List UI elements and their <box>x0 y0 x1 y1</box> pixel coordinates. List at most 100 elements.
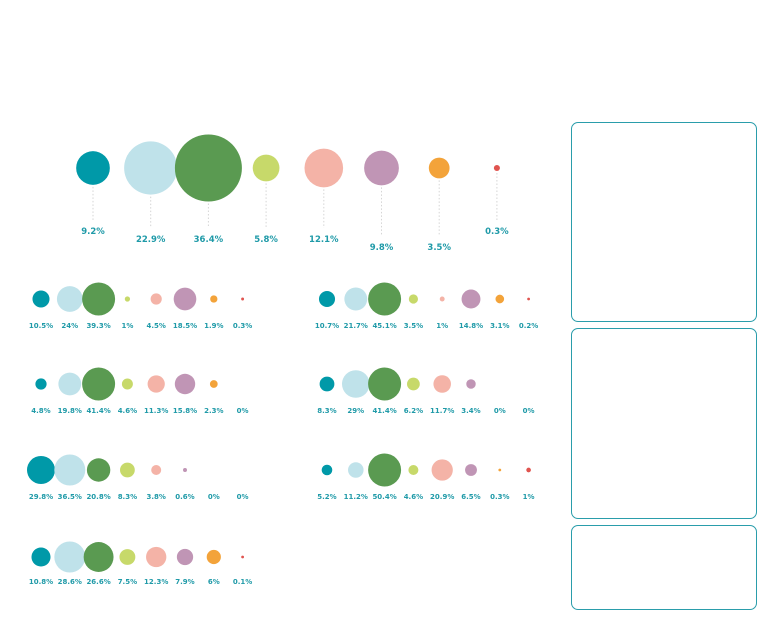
bubble-chart-1: 9.2%22.9%36.4%5.8%12.1%9.8%3.5%0.3% <box>76 134 509 253</box>
bubble <box>408 294 418 304</box>
percent-label: 50.4% <box>372 493 396 501</box>
percent-label: 0.3% <box>233 322 252 330</box>
bubble <box>408 465 419 475</box>
percent-label: 28.6% <box>58 578 82 586</box>
bubble <box>82 367 116 401</box>
percent-label: 9.8% <box>370 243 394 253</box>
bubble <box>32 290 50 308</box>
percent-label: 4.5% <box>146 322 165 330</box>
percent-label: 24% <box>61 322 78 330</box>
bubble <box>407 377 420 391</box>
percent-label: 6.5% <box>461 493 480 501</box>
percent-label: 0% <box>237 493 249 501</box>
percent-label: 36.5% <box>58 493 82 501</box>
percent-label: 3.8% <box>146 493 165 501</box>
bubble <box>56 286 83 312</box>
bubble <box>241 555 245 559</box>
percent-label: 18.5% <box>173 322 197 330</box>
bubble <box>348 462 364 478</box>
bubble <box>493 164 500 172</box>
bubble <box>120 462 135 478</box>
bubble <box>174 134 242 202</box>
bubble <box>368 453 402 487</box>
bubble <box>206 549 221 565</box>
percent-label: 19.8% <box>58 407 82 415</box>
percent-label: 14.8% <box>459 322 483 330</box>
percent-label: 7.9% <box>175 578 194 586</box>
percent-label: 0% <box>494 407 506 415</box>
percent-label: 8.3% <box>317 407 336 415</box>
percent-label: 0.2% <box>519 322 538 330</box>
bubble <box>124 141 178 195</box>
percent-label: 29.8% <box>29 493 53 501</box>
bubble <box>498 468 502 472</box>
bubble <box>174 373 196 395</box>
bubble <box>465 464 477 476</box>
bubble <box>466 379 476 389</box>
percent-label: 1% <box>523 493 535 501</box>
percent-label: 6.2% <box>404 407 423 415</box>
bubble <box>83 542 114 572</box>
bubble <box>319 376 335 392</box>
percent-label: 5.8% <box>254 235 278 245</box>
percent-label: 12.1% <box>309 235 339 245</box>
percent-label: 0% <box>237 407 249 415</box>
percent-label: 5.2% <box>317 493 336 501</box>
bubble <box>54 454 86 486</box>
percent-label: 3.5% <box>404 322 423 330</box>
percent-label: 15.8% <box>173 407 197 415</box>
percent-label: 41.4% <box>86 407 110 415</box>
percent-label: 9.2% <box>81 227 105 237</box>
bubble <box>54 541 86 573</box>
percent-label: 21.7% <box>344 322 368 330</box>
percent-label: 3.5% <box>427 243 451 253</box>
bubble <box>341 370 370 398</box>
side-panel-bottom <box>571 525 757 610</box>
bubble-chart-8: 10.8%28.6%26.6%7.5%12.3%7.9%6%0.1% <box>29 541 252 586</box>
bubble <box>121 378 133 390</box>
bubble <box>428 157 450 179</box>
percent-label: 0.1% <box>233 578 252 586</box>
percent-label: 0% <box>523 407 535 415</box>
percent-label: 6% <box>208 578 220 586</box>
bubble <box>26 455 56 485</box>
bubble <box>368 282 402 316</box>
bubble <box>318 290 336 308</box>
bubble <box>76 151 110 185</box>
bubble <box>82 282 116 316</box>
bubble <box>151 464 162 476</box>
bubble <box>210 295 218 303</box>
percent-label: 0.3% <box>490 493 509 501</box>
bubble <box>304 148 344 188</box>
percent-label: 10.7% <box>315 322 339 330</box>
bubble <box>364 150 399 186</box>
percent-label: 22.9% <box>136 235 166 245</box>
bubble <box>431 459 453 481</box>
percent-label: 8.3% <box>118 493 137 501</box>
bubble-chart-4: 4.8%19.8%41.4%4.6%11.3%15.8%2.3%0% <box>31 367 249 415</box>
bubble <box>252 154 280 182</box>
bubble-chart-7: 5.2%11.2%50.4%4.6%20.9%6.5%0.3%1% <box>317 453 535 501</box>
bubble <box>173 287 197 311</box>
bubble-chart-3: 10.7% 21.7% 45.1% 3.5% 1% 14.8% 3.1% 0.2% <box>315 282 538 330</box>
bubble <box>35 378 47 390</box>
percent-label: 3.1% <box>490 322 509 330</box>
bubble <box>183 468 187 472</box>
bubble <box>58 372 82 396</box>
percent-label: 4.8% <box>31 407 50 415</box>
percent-label: 1% <box>436 322 448 330</box>
percent-label: 11.3% <box>144 407 168 415</box>
bubble-chart-2: 10.5%24%39.3%1%4.5%18.5%1.9%0.3% <box>29 282 252 330</box>
bubble <box>147 375 165 393</box>
bubble <box>209 380 218 388</box>
bubble-chart-6: 29.8%36.5%20.8%8.3%3.8%0.6%0%0% <box>26 454 249 501</box>
bubble <box>433 375 451 393</box>
percent-label: 45.1% <box>372 322 396 330</box>
bubble <box>119 549 136 565</box>
percent-label: 10.8% <box>29 578 53 586</box>
percent-label: 41.4% <box>372 407 396 415</box>
bubble <box>86 458 111 482</box>
percent-label: 11.7% <box>430 407 454 415</box>
bubble <box>439 296 445 302</box>
percent-label: 20.8% <box>86 493 110 501</box>
